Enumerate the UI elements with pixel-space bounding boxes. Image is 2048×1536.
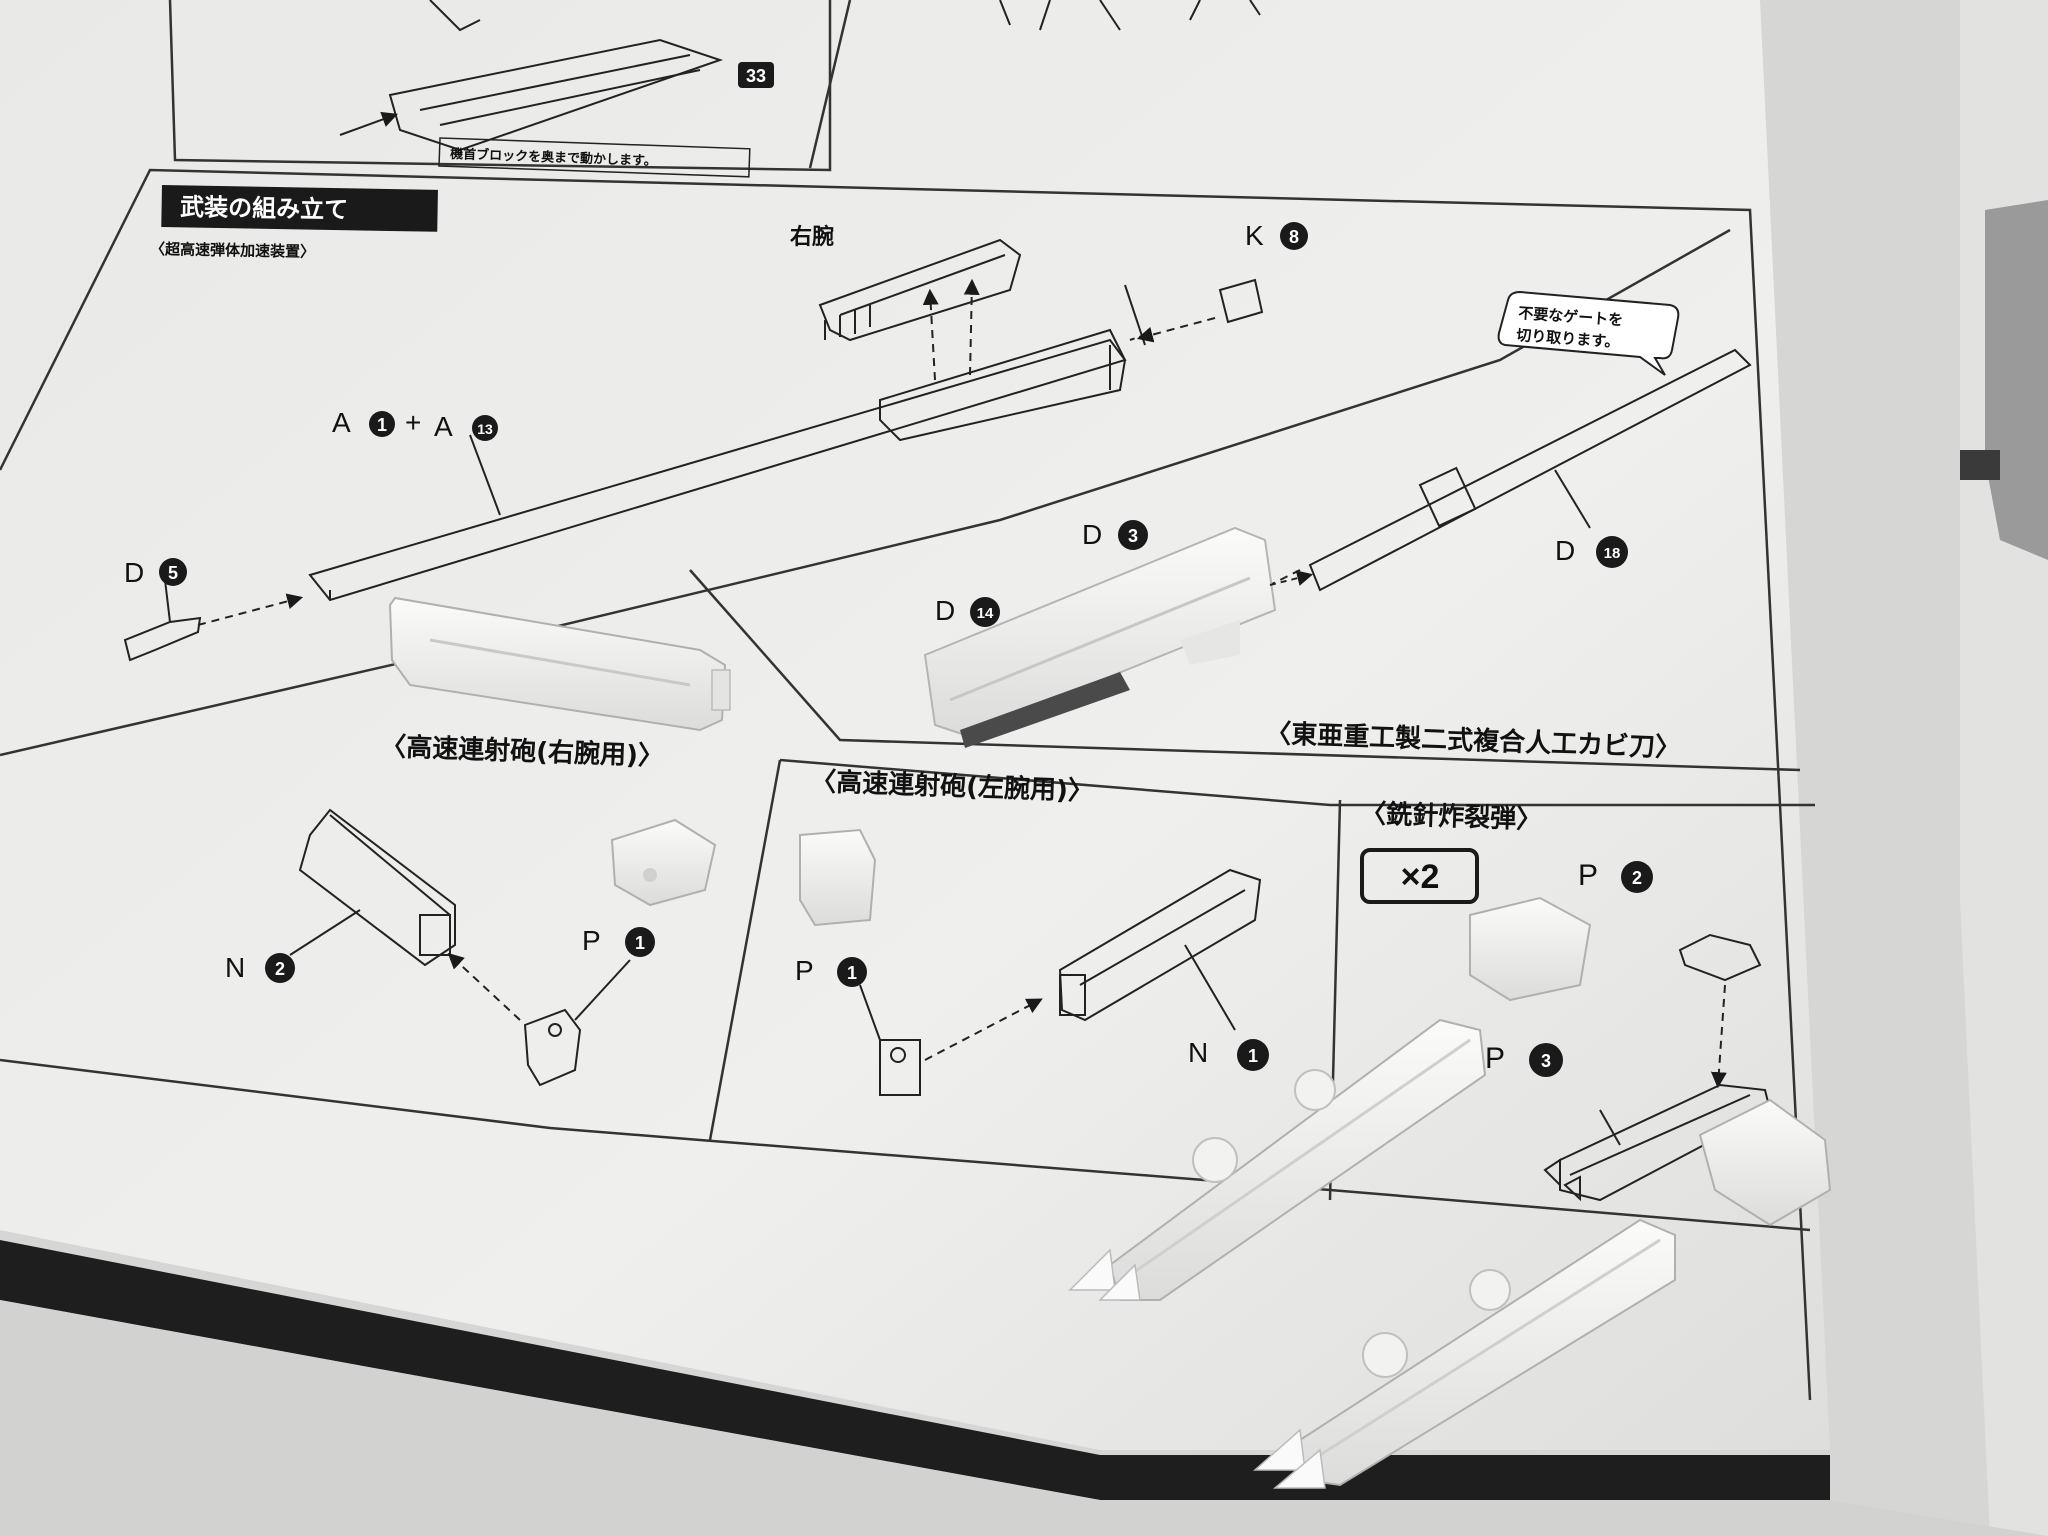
part-ref-a1: A 1 +	[332, 407, 421, 438]
svg-text:8: 8	[1289, 227, 1299, 247]
svg-text:P: P	[582, 925, 601, 956]
top-note-box	[438, 137, 751, 178]
top-note: 機首ブロックを奥まで動かします。	[450, 146, 657, 169]
panel-title-needle-bomb: 〈銑針炸裂弾〉	[1360, 798, 1543, 835]
section-subtitle: 〈超高速弾体加速装置〉	[150, 240, 315, 261]
p1-block-drawing-left	[447, 952, 631, 1087]
missile-plastic-upper	[1068, 1018, 1487, 1301]
grey-model-part	[1985, 200, 2048, 560]
part-ref-d3: D 3	[1082, 519, 1148, 550]
svg-text:D: D	[124, 557, 144, 588]
n2-cannon-drawing	[298, 808, 456, 967]
d3-arrow	[1269, 570, 1314, 586]
table-front	[0, 1300, 2048, 1536]
part-ref-n2: N 2	[225, 952, 295, 983]
n1-leader	[1184, 944, 1236, 1031]
svg-text:N: N	[1188, 1037, 1208, 1068]
part-ref-d18: D 18	[1555, 535, 1628, 568]
svg-text:14: 14	[977, 605, 994, 622]
svg-text:13: 13	[477, 421, 493, 437]
svg-text:D: D	[935, 595, 955, 626]
d5-leader	[164, 579, 171, 623]
p1-block-drawing-right	[859, 984, 1043, 1096]
gate-note-bubble	[1497, 290, 1680, 376]
svg-text:3: 3	[1128, 526, 1138, 546]
svg-text:P: P	[1485, 1042, 1505, 1075]
k8-part-drawing	[1136, 278, 1264, 343]
svg-text:P: P	[1578, 859, 1598, 892]
n1-cannon-drawing	[1058, 868, 1262, 1022]
svg-text:18: 18	[1604, 545, 1621, 562]
manual-bottom-edge	[0, 1240, 1830, 1500]
plastic-block-lower-right	[1698, 1098, 1832, 1227]
part-ref-p3: P 3	[1485, 1042, 1563, 1077]
part-ref-p1-right: P 1	[582, 925, 655, 957]
p2-plastic-block	[1469, 896, 1592, 1002]
svg-text:2: 2	[275, 959, 285, 979]
section-title-bg	[161, 185, 438, 232]
step-number-badge	[738, 62, 774, 88]
part-ref-n1: N 1	[1188, 1037, 1269, 1071]
svg-text:A: A	[434, 411, 453, 442]
section-title: 武装の組み立て	[180, 193, 348, 224]
right-arm-drawing	[818, 238, 1022, 381]
part-ref-k8: K 8	[1245, 220, 1308, 251]
part-ref-d5: D 5	[124, 557, 187, 588]
part-ref-p1-left: P 1	[795, 955, 867, 987]
step-number: 33	[746, 66, 766, 86]
part-ref-p2: P 2	[1578, 859, 1653, 893]
svg-text:1: 1	[377, 415, 387, 435]
svg-text:+: +	[405, 407, 421, 438]
svg-text:P: P	[795, 955, 814, 986]
svg-text:3: 3	[1541, 1051, 1551, 1071]
svg-text:A: A	[332, 407, 351, 438]
svg-text:1: 1	[635, 933, 645, 953]
n2-leader	[289, 909, 361, 956]
svg-text:1: 1	[847, 963, 857, 983]
svg-text:2: 2	[1632, 868, 1642, 888]
arm-label: 右腕	[790, 224, 834, 250]
multiplier-box	[1360, 848, 1479, 904]
svg-text:D: D	[1082, 519, 1102, 550]
svg-text:5: 5	[168, 563, 178, 583]
svg-text:1: 1	[1248, 1046, 1258, 1066]
part-ref-d14: D 14	[935, 595, 1000, 627]
d18-blade-drawing	[1259, 348, 1752, 592]
p1-plastic-left	[799, 828, 877, 927]
right-arm-cannon-plastic	[388, 596, 731, 732]
a-leader	[469, 434, 501, 516]
missile-plastic-lower	[1253, 1218, 1676, 1489]
rail-a1-a13-drawing	[308, 284, 1146, 602]
svg-text:D: D	[1555, 535, 1575, 566]
svg-text:K: K	[1245, 220, 1264, 251]
p2-drawing	[1678, 933, 1762, 1089]
multiplier-text: ×2	[1401, 858, 1440, 896]
top-assembly-drawing	[339, 0, 1261, 152]
d3-plastic-part	[923, 526, 1277, 748]
svg-text:N: N	[225, 952, 245, 983]
p1-plastic-right	[610, 818, 717, 907]
part-ref-a13: A 13	[434, 411, 498, 442]
grey-model-detail	[1960, 450, 2000, 480]
